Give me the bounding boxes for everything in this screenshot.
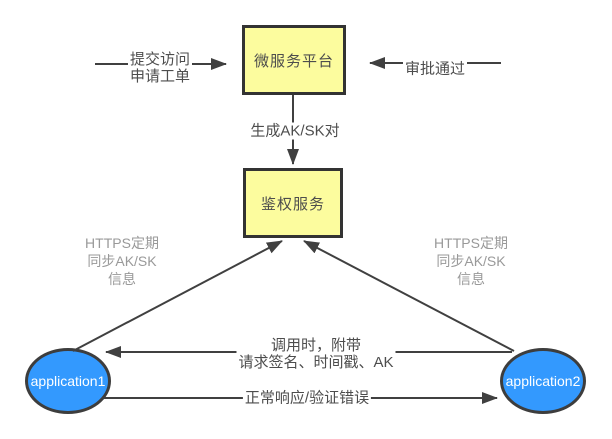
call-with-signature-label: 调用时，附带 请求签名、时间戳、AK [236,337,396,371]
microservice-platform-label: 微服务平台 [253,52,334,70]
auth-service-label: 鉴权服务 [260,195,325,213]
response-or-error-label: 正常响应/验证错误 [242,389,372,407]
https-sync-left-label: HTTPS定期 同步AK/SK 信息 [85,235,159,287]
submit-request-label: 提交访问 申请工单 [127,51,193,85]
microservice-platform-node: 微服务平台 [242,25,346,95]
https-sync-right-label: HTTPS定期 同步AK/SK 信息 [434,235,508,287]
approval-passed-label: 审批通过 [402,60,468,78]
application2-label: application2 [505,373,581,389]
auth-service-node: 鉴权服务 [243,168,343,238]
application1-node: application1 [25,348,111,414]
application2-node: application2 [500,348,586,414]
application1-label: application1 [30,373,106,389]
generate-aksk-label: 生成AK/SK对 [248,122,342,140]
